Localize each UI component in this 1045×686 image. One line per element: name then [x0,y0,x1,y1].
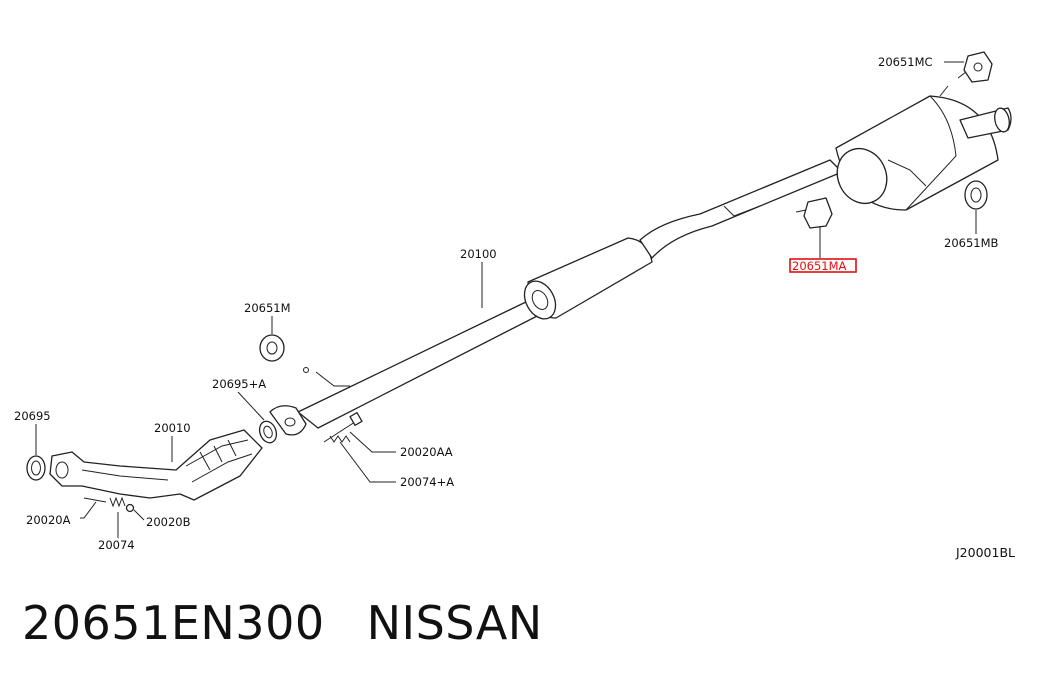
gasket-20695-a [258,420,278,444]
part-caption: 20651EN300 NISSAN [22,596,543,650]
label-20651mc: 20651MC [878,55,933,69]
label-20074-a: 20074+A [400,475,454,489]
label-20651m: 20651M [244,301,291,315]
label-20695-a: 20695+A [212,377,266,391]
label-20651mb: 20651MB [944,236,999,250]
label-20020aa: 20020AA [400,445,453,459]
center-pipe-assembly [269,85,1012,436]
label-20695: 20695 [14,409,51,423]
front-pipe-catalyst-20010 [49,429,263,501]
label-reference-code: J20001BL [955,545,1015,560]
label-20651ma: 20651MA [792,259,847,273]
stud-spring-20020aa [323,412,363,443]
mount-20651m [259,334,285,362]
stud-spring-20020a [83,496,135,513]
label-20100: 20100 [460,247,497,261]
label-20020b: 20020B [146,515,191,529]
highlight-box-20651ma [789,258,857,273]
mount-20651mb [964,180,988,210]
brand-name: NISSAN [366,596,543,650]
label-20020a: 20020A [26,513,71,527]
mount-20651mc [957,51,993,83]
label-20074: 20074 [98,538,135,552]
part-number: 20651EN300 [22,596,325,650]
mount-20651ma [795,197,833,229]
label-20010: 20010 [154,421,191,435]
leader-lines [35,61,977,538]
gasket-20695 [26,455,46,481]
